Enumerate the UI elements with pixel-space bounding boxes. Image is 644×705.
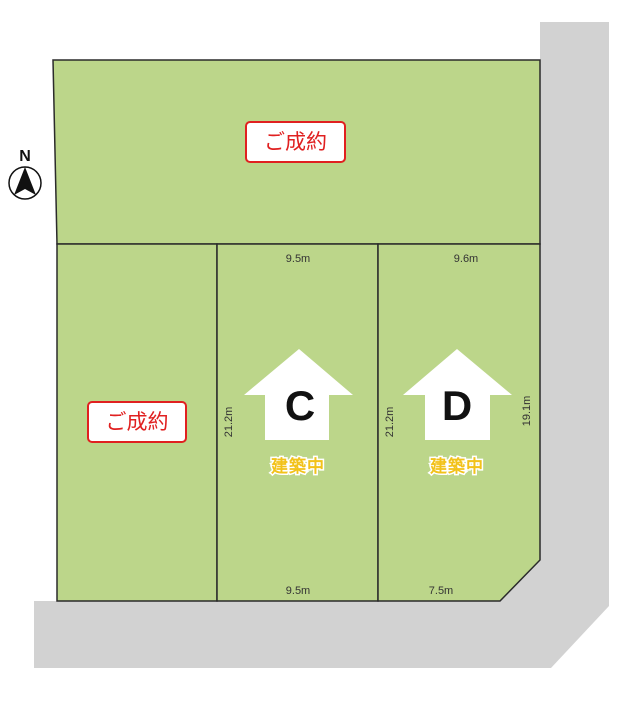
lot-c-name: C	[285, 382, 315, 429]
house-icon	[244, 349, 353, 440]
sold-label-left: ご成約	[106, 410, 169, 434]
lot-d-status: 建築中	[430, 456, 484, 477]
north-compass: N	[8, 148, 42, 200]
lot-c-bottom-width: 9.5m	[286, 585, 310, 597]
lot-c-house-icon: C	[244, 349, 353, 440]
lot-d-name: D	[442, 382, 472, 429]
sold-badge-left-frame	[87, 401, 187, 443]
lot-c-depth: 21.2m	[223, 407, 235, 438]
lot-d-bottom-width: 7.5m	[429, 585, 453, 597]
north-arrow-icon	[14, 167, 36, 195]
sold-badge-left: ご成約	[87, 401, 187, 443]
house-icon	[403, 349, 512, 440]
sold-badge-top-frame	[245, 121, 346, 163]
sold-badge-top: ご成約	[245, 121, 346, 163]
north-label: N	[19, 148, 31, 165]
lot-d-top-width: 9.6m	[454, 253, 478, 265]
lot-d-house-icon: D	[403, 349, 512, 440]
lot-c-status: 建築中	[271, 456, 325, 477]
sold-label-top: ご成約	[264, 130, 327, 154]
lot-d-left-depth: 21.2m	[384, 407, 396, 438]
lot-d-right-depth: 19.1m	[521, 396, 533, 427]
road	[34, 22, 609, 668]
lot-c-top-width: 9.5m	[286, 253, 310, 265]
